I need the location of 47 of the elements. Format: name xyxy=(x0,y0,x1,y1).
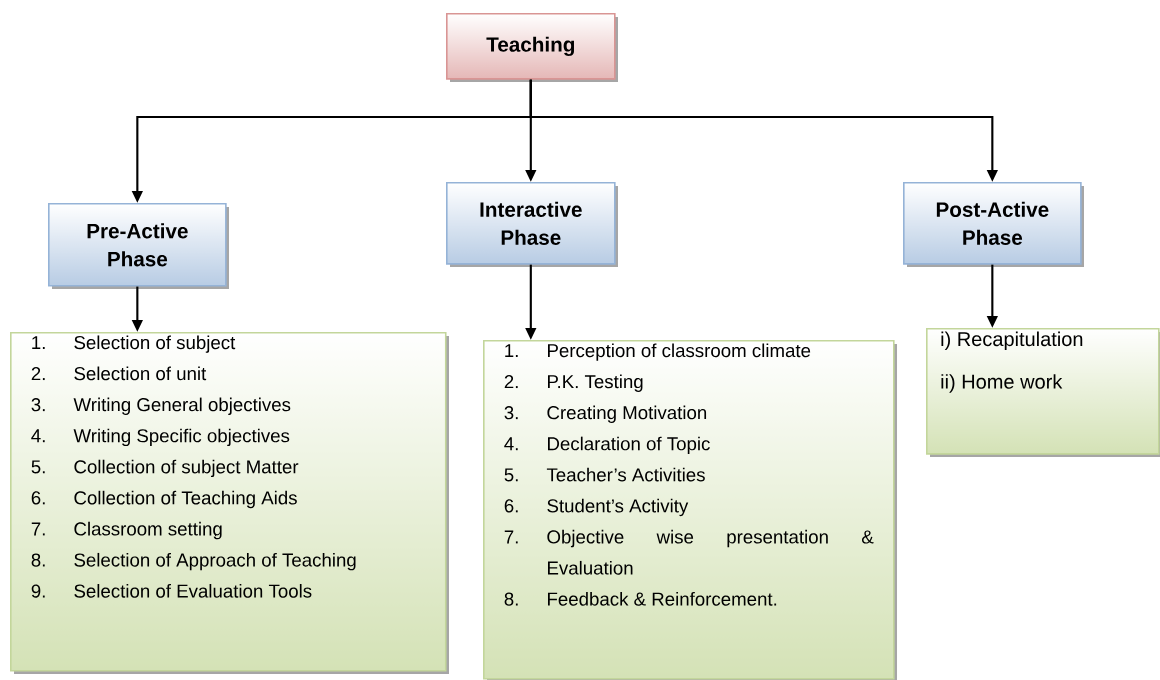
item-number: 2. xyxy=(504,375,518,389)
phase-box xyxy=(48,203,229,289)
list-item: Creating Motivation xyxy=(547,405,707,423)
list-item: ii) Home work xyxy=(941,374,1063,393)
list-item: Declaration of Topic xyxy=(548,436,710,455)
list-item: Selection of Approach of Teaching xyxy=(74,552,356,571)
list-item: i) Recapitulation xyxy=(941,331,1083,351)
list-item: Selection of unit xyxy=(74,366,207,381)
item-number: 7. xyxy=(504,530,518,544)
list-item: Collection of Teaching Aids xyxy=(74,490,297,509)
item-number: 6. xyxy=(504,499,518,513)
list-item: Student’s Activity xyxy=(547,498,689,517)
item-number: 1. xyxy=(505,344,518,357)
item-number: 3. xyxy=(31,398,45,412)
item-number: 1. xyxy=(32,336,45,349)
box-heading: Pre-Active Phase xyxy=(87,223,188,267)
list-item: Teacher’s Activities xyxy=(546,467,705,482)
item-number: 7. xyxy=(31,522,45,536)
list-item: P.K. Testing xyxy=(548,374,643,392)
list-item: Writing General objectives xyxy=(73,397,291,415)
item-number: 5. xyxy=(504,468,518,482)
box-heading: Interactive Phase xyxy=(480,201,582,245)
list-box xyxy=(483,340,897,680)
list-item: Selection of Evaluation Tools xyxy=(74,584,312,598)
list-item: Objective wise presentation & Evaluation xyxy=(547,529,874,575)
list-item: Feedback & Reinforcement. xyxy=(548,592,777,606)
item-number: 3. xyxy=(504,406,518,420)
phase-box xyxy=(903,182,1084,267)
list-item: Selection of subject xyxy=(74,335,236,353)
list-item: Classroom setting xyxy=(74,521,222,540)
list-item: Writing Specific objectives xyxy=(73,428,290,447)
box-heading: Post-Active Phase xyxy=(936,201,1049,245)
list-box xyxy=(926,328,1160,457)
item-number: 9. xyxy=(31,584,45,598)
root-box xyxy=(446,13,618,82)
list-item: Perception of classroom climate xyxy=(548,343,811,361)
item-number: 4. xyxy=(31,429,45,443)
phase-box xyxy=(446,182,618,267)
item-number: 4. xyxy=(504,437,518,451)
item-number: 8. xyxy=(31,553,45,567)
item-number: 2. xyxy=(31,367,45,381)
box-heading: Teaching xyxy=(486,36,574,56)
list-box xyxy=(10,332,449,674)
list-item: Collection of subject Matter xyxy=(74,459,299,478)
item-number: 6. xyxy=(31,491,45,505)
item-number: 8. xyxy=(504,592,518,606)
item-number: 5. xyxy=(31,460,45,474)
